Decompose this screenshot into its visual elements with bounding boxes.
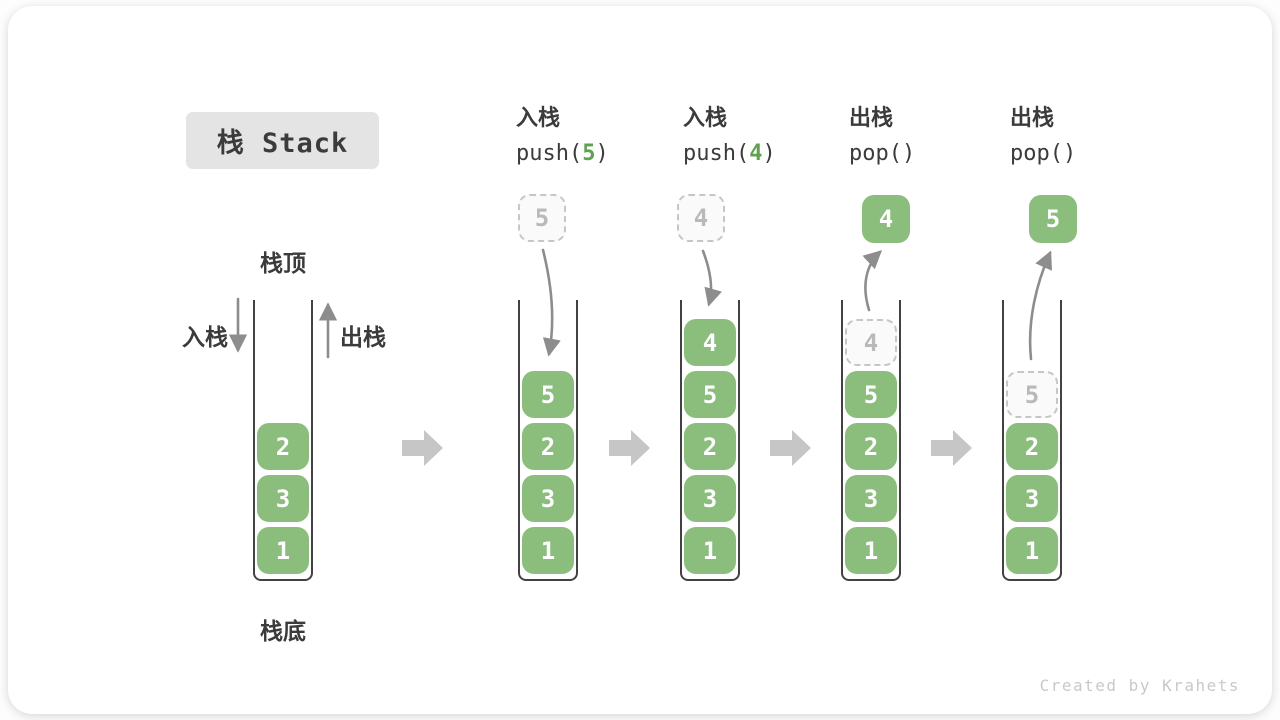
stack-item: 1 <box>1006 527 1058 574</box>
stack-item: 5 <box>845 371 897 418</box>
stack-item-ghost: 5 <box>1006 371 1058 418</box>
stack-item: 2 <box>845 423 897 470</box>
stack-item: 5 <box>684 371 736 418</box>
stack-item: 3 <box>257 475 309 522</box>
op-close: ) <box>1062 141 1077 166</box>
operation-label-pop2: 出栈 pop() <box>1010 106 1170 167</box>
popped-element-box: 4 <box>862 195 910 243</box>
stack-after-push4: 4 5 2 3 1 <box>680 300 740 581</box>
op-close: ) <box>762 141 776 166</box>
op-fn: pop( <box>1010 141 1063 166</box>
incoming-element-box: 4 <box>677 194 725 242</box>
pop-direction-label: 出栈 <box>340 325 386 351</box>
op-kind-label: 入栈 <box>683 106 728 131</box>
stack-item-ghost: 4 <box>845 319 897 366</box>
op-code: push(4) <box>683 141 843 167</box>
stack-item: 3 <box>684 475 736 522</box>
stack-after-push5: 5 2 3 1 <box>518 300 578 581</box>
op-code: push(5) <box>516 141 676 167</box>
stack-after-pop5: 5 2 3 1 <box>1002 300 1062 581</box>
stack-item: 4 <box>684 319 736 366</box>
stack-item: 2 <box>684 423 736 470</box>
watermark: Created by Krahets <box>1039 676 1240 695</box>
stack-item: 2 <box>1006 423 1058 470</box>
operation-label-push5: 入栈 push(5) <box>516 106 676 167</box>
stack-item: 3 <box>522 475 574 522</box>
diagram-title: 栈 Stack <box>216 128 349 159</box>
incoming-element-box: 5 <box>518 194 566 242</box>
diagram-title-badge: 栈 Stack <box>186 112 379 169</box>
stack-item: 1 <box>257 527 309 574</box>
stack-item: 2 <box>522 423 574 470</box>
operation-label-push4: 入栈 push(4) <box>683 106 843 167</box>
op-kind-label: 出栈 <box>849 106 894 131</box>
op-arg: 5 <box>582 141 596 166</box>
stack-top-label: 栈顶 <box>260 251 306 277</box>
stack-item: 2 <box>257 423 309 470</box>
stack-item: 3 <box>1006 475 1058 522</box>
op-code: pop() <box>849 141 1009 167</box>
stack-item: 3 <box>845 475 897 522</box>
push-direction-label: 入栈 <box>182 325 228 351</box>
op-code: pop() <box>1010 141 1170 167</box>
op-arg: 4 <box>749 141 763 166</box>
stack-after-pop4: 4 5 2 3 1 <box>841 300 901 581</box>
op-fn: pop( <box>849 141 902 166</box>
stack-bottom-label: 栈底 <box>260 619 306 645</box>
stack-initial: 2 3 1 <box>253 300 313 581</box>
op-kind-label: 出栈 <box>1010 106 1055 131</box>
popped-element-box: 5 <box>1029 195 1077 243</box>
stack-item: 1 <box>845 527 897 574</box>
op-close: ) <box>901 141 916 166</box>
op-fn: push( <box>683 141 750 166</box>
op-kind-label: 入栈 <box>516 106 561 131</box>
operation-label-pop1: 出栈 pop() <box>849 106 1009 167</box>
stack-item: 5 <box>522 371 574 418</box>
op-fn: push( <box>516 141 583 166</box>
op-close: ) <box>595 141 609 166</box>
stack-item: 1 <box>684 527 736 574</box>
stack-item: 1 <box>522 527 574 574</box>
